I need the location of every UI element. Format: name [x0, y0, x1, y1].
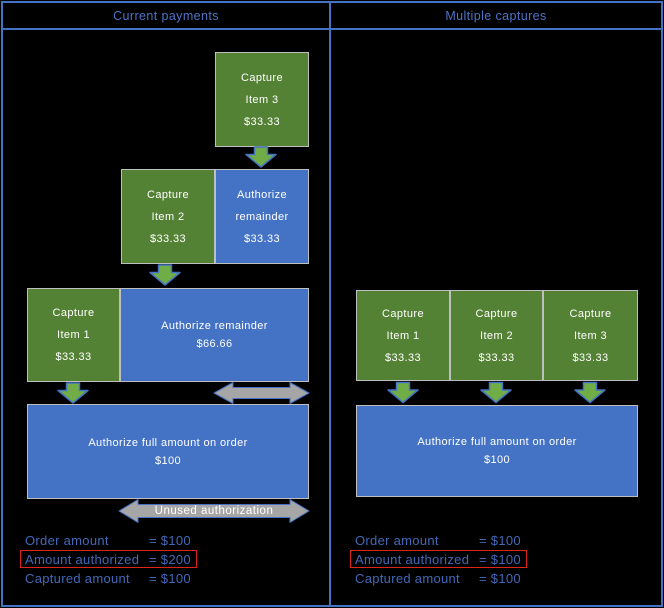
box-line: Authorize full amount on order: [88, 436, 248, 449]
summary-label: Amount authorized: [355, 552, 470, 567]
right-authorize-full-box: Authorize full amount on order $100: [356, 405, 638, 497]
down-arrow-icon: [149, 264, 181, 286]
box-line: $33.33: [243, 115, 281, 128]
summary-value: = $100: [149, 571, 191, 586]
down-arrow-icon: [574, 381, 606, 404]
header-divider: [1, 28, 663, 30]
summary-value: = $100: [149, 533, 191, 548]
box-line: Item 3: [574, 329, 607, 342]
box-line: $33.33: [572, 351, 609, 364]
down-arrow-icon: [387, 381, 419, 404]
left-authorize-remainder-33-box: Authorize remainder $33.33: [215, 169, 309, 264]
box-line: Authorize remainder: [161, 320, 268, 332]
summary-value: = $100: [479, 533, 521, 548]
left-capture-item-3-box: Capture Item 3 $33.33: [215, 52, 309, 147]
double-arrow-icon: [213, 381, 310, 405]
box-line: Item 3: [245, 93, 279, 106]
summary-label: Captured amount: [25, 571, 130, 586]
box-line: Capture: [475, 307, 518, 320]
box-line: $33.33: [55, 351, 92, 363]
right-capture-item-3-box: Capture Item 3 $33.33: [543, 290, 638, 381]
box-line: Item 1: [57, 329, 90, 341]
box-line: Capture: [569, 307, 612, 320]
summary-label: Amount authorized: [25, 552, 140, 567]
summary-captured-row: Captured amount = $100: [25, 569, 191, 588]
panel-divider: [329, 1, 331, 607]
left-authorize-full-box: Authorize full amount on order $100: [27, 404, 309, 499]
box-line: Capture: [382, 307, 424, 320]
summary-value: = $100: [479, 571, 521, 586]
summary-label: Captured amount: [355, 571, 460, 586]
box-line: $66.66: [196, 338, 233, 350]
summary-value: = $200: [149, 552, 191, 567]
box-line: $33.33: [478, 351, 515, 364]
right-panel-header: Multiple captures: [445, 8, 547, 23]
left-summary: Order amount = $100 Amount authorized = …: [20, 531, 197, 588]
unused-authorization-arrow: Unused authorization: [118, 497, 310, 525]
right-capture-item-2-box: Capture Item 2 $33.33: [450, 290, 543, 381]
summary-captured-row: Captured amount = $100: [355, 569, 521, 588]
box-line: Item 1: [386, 329, 420, 342]
left-capture-item-2-box: Capture Item 2 $33.33: [121, 169, 215, 264]
summary-order-row: Order amount = $100: [25, 531, 191, 550]
box-line: Item 2: [480, 329, 513, 342]
down-arrow-icon: [57, 382, 89, 404]
box-line: remainder: [235, 210, 289, 223]
box-line: Item 2: [151, 210, 185, 223]
right-capture-item-1-box: Capture Item 1 $33.33: [356, 290, 450, 381]
box-line: Capture: [147, 188, 189, 201]
box-line: Capture: [52, 307, 95, 319]
box-line: $100: [483, 454, 511, 466]
right-summary: Order amount = $100 Amount authorized = …: [350, 531, 527, 588]
summary-order-row: Order amount = $100: [355, 531, 521, 550]
summary-value: = $100: [479, 552, 521, 567]
box-line: Authorize: [236, 188, 288, 201]
left-authorize-remainder-66-box: Authorize remainder $66.66: [120, 288, 309, 382]
down-arrow-icon: [245, 146, 277, 168]
summary-label: Order amount: [355, 533, 439, 548]
box-line: Capture: [241, 71, 283, 84]
summary-authorized-row-highlighted: Amount authorized = $200: [20, 550, 197, 569]
summary-authorized-row-highlighted: Amount authorized = $100: [350, 550, 527, 569]
down-arrow-icon: [480, 381, 512, 404]
box-line: $33.33: [384, 351, 422, 364]
summary-label: Order amount: [25, 533, 109, 548]
unused-authorization-label: Unused authorization: [154, 504, 274, 517]
box-line: $33.33: [243, 232, 281, 245]
box-line: $33.33: [149, 232, 187, 245]
left-capture-item-1-box: Capture Item 1 $33.33: [27, 288, 120, 382]
left-panel-header: Current payments: [113, 8, 219, 23]
box-line: $100: [154, 454, 182, 467]
box-line: Authorize full amount on order: [417, 436, 577, 448]
